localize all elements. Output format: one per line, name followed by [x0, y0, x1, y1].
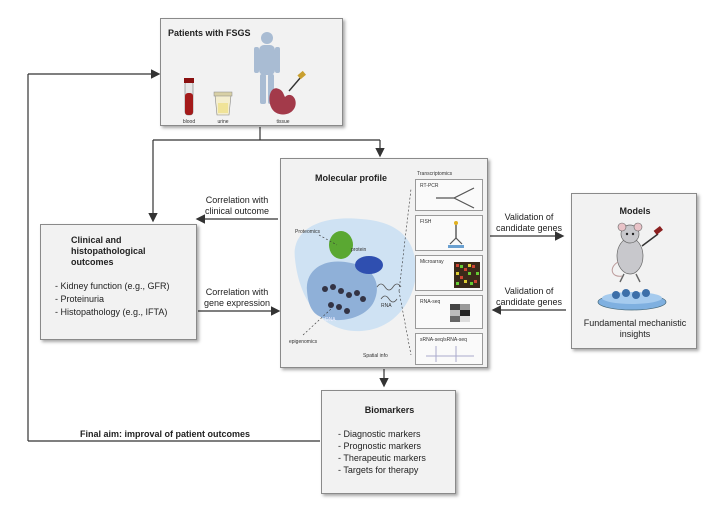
rt-pcr-icon	[436, 187, 475, 209]
panel-rna-seq: RNA-seq	[415, 295, 483, 329]
fish-probe-icon	[448, 221, 464, 248]
panel-microarray: Microarray	[415, 255, 483, 291]
models-insight-line1: Fundamental mechanistic	[583, 318, 687, 328]
panel-srna-seq: sRNA-seq/sRNA-seq	[415, 333, 483, 365]
corr-clinical-label-1: Correlation with	[205, 195, 269, 205]
srna-seq-icon	[426, 346, 474, 362]
biomarker-item: - Prognostic markers	[338, 441, 422, 451]
urine-label: urine	[217, 119, 228, 125]
panel-rt-pcr: RT-PCR	[415, 179, 483, 211]
models-insight-line2: insights	[619, 329, 651, 339]
clinical-item: - Proteinuria	[55, 294, 105, 304]
microarray-icon	[454, 262, 480, 288]
models-title: Models	[619, 206, 651, 216]
panel-label: sRNA-seq/sRNA-seq	[420, 337, 467, 343]
petri-dish-icon	[597, 289, 667, 311]
biomarker-item: - Diagnostic markers	[338, 429, 421, 439]
corr-gene-label-2: gene expression	[203, 298, 271, 308]
blood-label: blood	[183, 119, 195, 125]
final-aim-label: Final aim: improval of patient outcomes	[80, 429, 251, 439]
panel-label: Microarray	[420, 259, 444, 265]
models-box: Models Fundamental mechanistic insights	[571, 193, 697, 349]
green-protein	[329, 231, 353, 259]
clinical-item: - Histopathology (e.g., IFTA)	[55, 307, 168, 317]
panel-fish: FISH	[415, 215, 483, 251]
rna-seq-icon	[450, 304, 470, 322]
patients-title: Patients with FSGS	[168, 28, 251, 38]
kidney-tissue-icon	[269, 70, 306, 115]
tissue-label: tissue	[276, 119, 289, 125]
panel-label: RNA-seq	[420, 299, 441, 305]
clinical-title-line1: Clinical and	[71, 235, 122, 245]
biomarkers-title: Biomarkers	[364, 405, 415, 415]
transcriptomics-label: Transcriptomics	[417, 171, 453, 177]
valid-top-label-2: candidate genes	[495, 223, 563, 233]
blood-tube-icon	[184, 78, 194, 116]
clinical-title-line3: outcomes	[71, 257, 114, 267]
valid-bot-label-1: Validation of	[504, 286, 554, 296]
human-body-icon	[254, 32, 280, 104]
molecular-title: Molecular profile	[315, 173, 388, 183]
urine-cup-icon	[213, 91, 233, 116]
clinical-title-line2: histopathological	[71, 246, 146, 256]
clinical-item: - Kidney function (e.g., GFR)	[55, 281, 170, 291]
corr-clinical-label-2: clinical outcome	[204, 206, 270, 216]
molecular-profile-box: Molecular profile Proteomics protein RNA…	[280, 158, 488, 368]
valid-top-label-1: Validation of	[504, 212, 554, 222]
biomarker-item: - Targets for therapy	[338, 465, 419, 475]
rna-label: RNA	[381, 303, 392, 309]
biomarkers-box: Biomarkers - Diagnostic markers - Progno…	[321, 390, 456, 494]
mouse-icon	[611, 222, 644, 283]
epigenomics-label: epigenomics	[289, 339, 318, 345]
biomarker-item: - Therapeutic markers	[338, 453, 426, 463]
models-illustration	[597, 222, 667, 311]
corr-gene-label-1: Correlation with	[205, 287, 269, 297]
clinical-outcomes-box: Clinical and histopathological outcomes …	[40, 224, 197, 340]
valid-bot-label-2: candidate genes	[495, 297, 563, 307]
patients-illustration: blood urine tissue	[183, 32, 306, 125]
spatial-label: Spatial info	[363, 353, 388, 359]
blue-protein	[355, 256, 383, 274]
patients-box: Patients with FSGS blood	[160, 18, 343, 126]
dna-chain	[322, 284, 366, 314]
panel-label: RT-PCR	[420, 183, 439, 189]
panel-label: FISH	[420, 219, 432, 225]
protein-label: protein	[351, 247, 367, 253]
cell-illustration: Proteomics protein RNA DNA epigenomics S…	[289, 171, 453, 359]
dna-label: DNA	[325, 317, 336, 323]
syringe-icon	[641, 225, 663, 247]
proteomics-label: Proteomics	[295, 229, 321, 235]
